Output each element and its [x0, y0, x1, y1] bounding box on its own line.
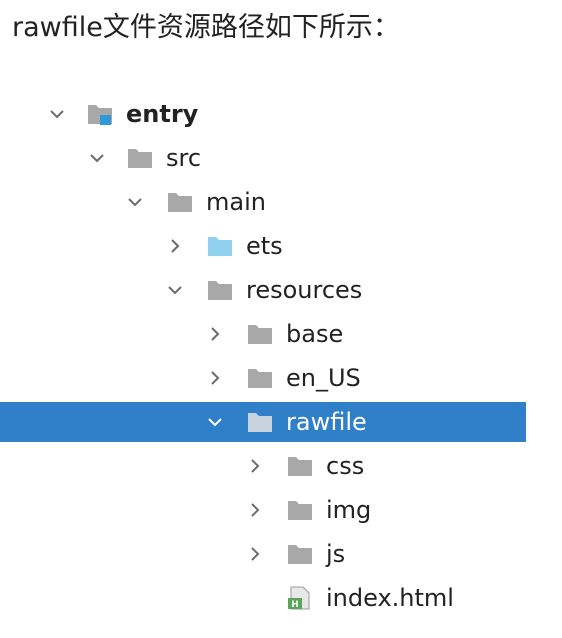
- tree-item-label: css: [326, 452, 365, 480]
- tree-item-resources[interactable]: resources: [0, 268, 562, 312]
- chevron-down-icon[interactable]: [206, 413, 224, 431]
- tree-item-base[interactable]: base: [0, 312, 562, 356]
- module-folder-icon: [86, 102, 114, 126]
- chevron-right-icon[interactable]: [246, 501, 264, 519]
- tree-item-label: js: [326, 540, 346, 568]
- tree-item-label: ets: [246, 232, 283, 260]
- folder-icon: [286, 542, 314, 566]
- chevron-right-icon[interactable]: [246, 457, 264, 475]
- tree-item-main[interactable]: main: [0, 180, 562, 224]
- tree-item-label: main: [206, 188, 266, 216]
- chevron-down-icon[interactable]: [48, 105, 66, 123]
- tree-item-label: entry: [126, 100, 199, 128]
- tree-item-rawfile[interactable]: rawfile: [0, 400, 562, 444]
- folder-icon: [166, 190, 194, 214]
- tree-item-entry[interactable]: entry: [0, 92, 562, 136]
- tree-item-label: index.html: [326, 584, 454, 612]
- chevron-down-icon[interactable]: [88, 149, 106, 167]
- project-tree: entry src main ets r: [0, 92, 562, 620]
- tree-item-js[interactable]: js: [0, 532, 562, 576]
- folder-icon: [246, 366, 274, 390]
- folder-icon: [246, 322, 274, 346]
- chevron-down-icon[interactable]: [126, 193, 144, 211]
- tree-item-en-us[interactable]: en_US: [0, 356, 562, 400]
- folder-icon: [206, 278, 234, 302]
- tree-item-label: resources: [246, 276, 363, 304]
- tree-item-label: src: [166, 144, 202, 172]
- tree-item-label: img: [326, 496, 372, 524]
- tree-item-img[interactable]: img: [0, 488, 562, 532]
- chevron-right-icon[interactable]: [206, 369, 224, 387]
- chevron-right-icon[interactable]: [206, 325, 224, 343]
- chevron-down-icon[interactable]: [166, 281, 184, 299]
- tree-item-css[interactable]: css: [0, 444, 562, 488]
- folder-icon: [126, 146, 154, 170]
- svg-text:H: H: [291, 600, 299, 610]
- chevron-right-icon[interactable]: [166, 237, 184, 255]
- folder-icon: [286, 498, 314, 522]
- folder-icon: [286, 454, 314, 478]
- html-file-icon: H: [286, 586, 314, 610]
- folder-icon: [246, 410, 274, 434]
- tree-item-ets[interactable]: ets: [0, 224, 562, 268]
- caption-text: rawfile文件资源路径如下所示：: [12, 12, 400, 43]
- chevron-right-icon[interactable]: [246, 545, 264, 563]
- tree-item-src[interactable]: src: [0, 136, 562, 180]
- tree-item-label: rawfile: [286, 408, 367, 436]
- source-folder-icon: [206, 234, 234, 258]
- tree-item-index-html[interactable]: H index.html: [0, 576, 562, 620]
- tree-item-label: base: [286, 320, 344, 348]
- tree-item-label: en_US: [286, 364, 361, 392]
